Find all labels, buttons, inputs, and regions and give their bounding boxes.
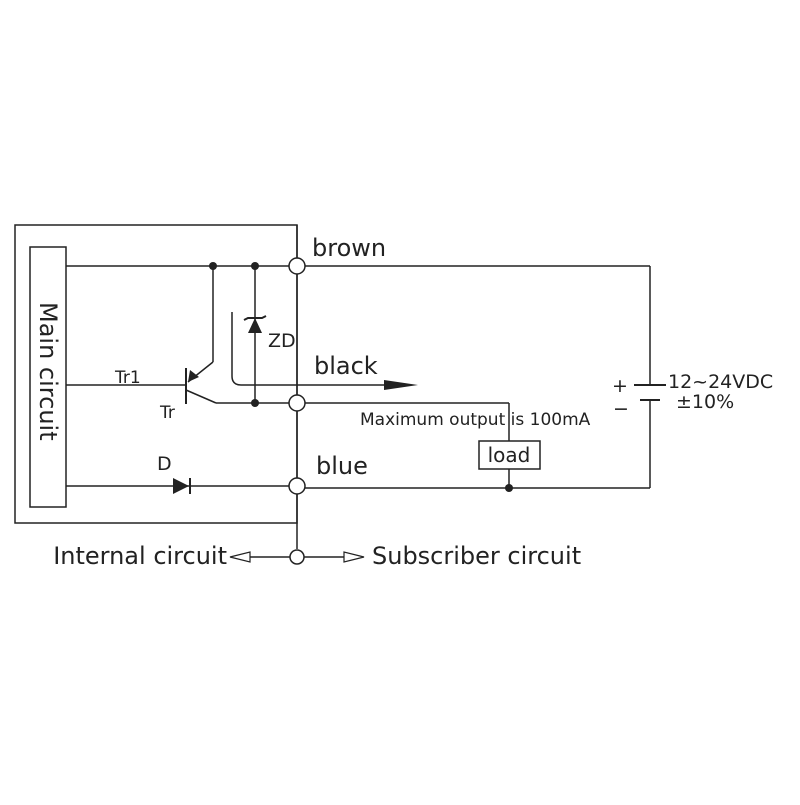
zener-diode-icon — [248, 318, 262, 333]
transistor-arrow-icon — [188, 370, 199, 382]
d-label: D — [157, 453, 172, 475]
zd-label: ZD — [268, 330, 296, 352]
zener-bar-icon — [243, 315, 267, 321]
diode-icon — [173, 478, 189, 494]
output-current-arrow — [231, 312, 390, 386]
blue-label: blue — [316, 452, 368, 480]
main-circuit-label: Main circuit — [34, 302, 62, 441]
supply-voltage-label: 12~24VDC — [668, 371, 773, 393]
terminal-brown — [288, 257, 306, 275]
arrowhead-icon — [384, 380, 418, 390]
load-box — [478, 440, 541, 470]
junction-dot — [505, 484, 513, 492]
terminal-boundary — [289, 549, 305, 565]
black-label: black — [314, 352, 378, 380]
terminal-blue — [288, 477, 306, 495]
transistor-emitter-diagonal — [185, 389, 217, 404]
tr-label: Tr — [159, 403, 175, 423]
terminal-black — [288, 394, 306, 412]
supply-tolerance-label: ±10% — [676, 391, 734, 413]
plus-sign: + — [612, 375, 628, 397]
minus-sign: − — [613, 398, 629, 420]
left-arrow-icon — [229, 551, 251, 563]
max-output-note: Maximum output is 100mA — [360, 410, 591, 430]
tr1-label: Tr1 — [114, 368, 141, 388]
brown-label: brown — [312, 234, 386, 262]
load-label: load — [488, 443, 531, 467]
right-arrow-icon — [343, 551, 365, 563]
internal-circuit-label: Internal circuit — [53, 542, 227, 570]
subscriber-circuit-label: Subscriber circuit — [372, 542, 581, 570]
main-circuit-block — [29, 246, 67, 508]
